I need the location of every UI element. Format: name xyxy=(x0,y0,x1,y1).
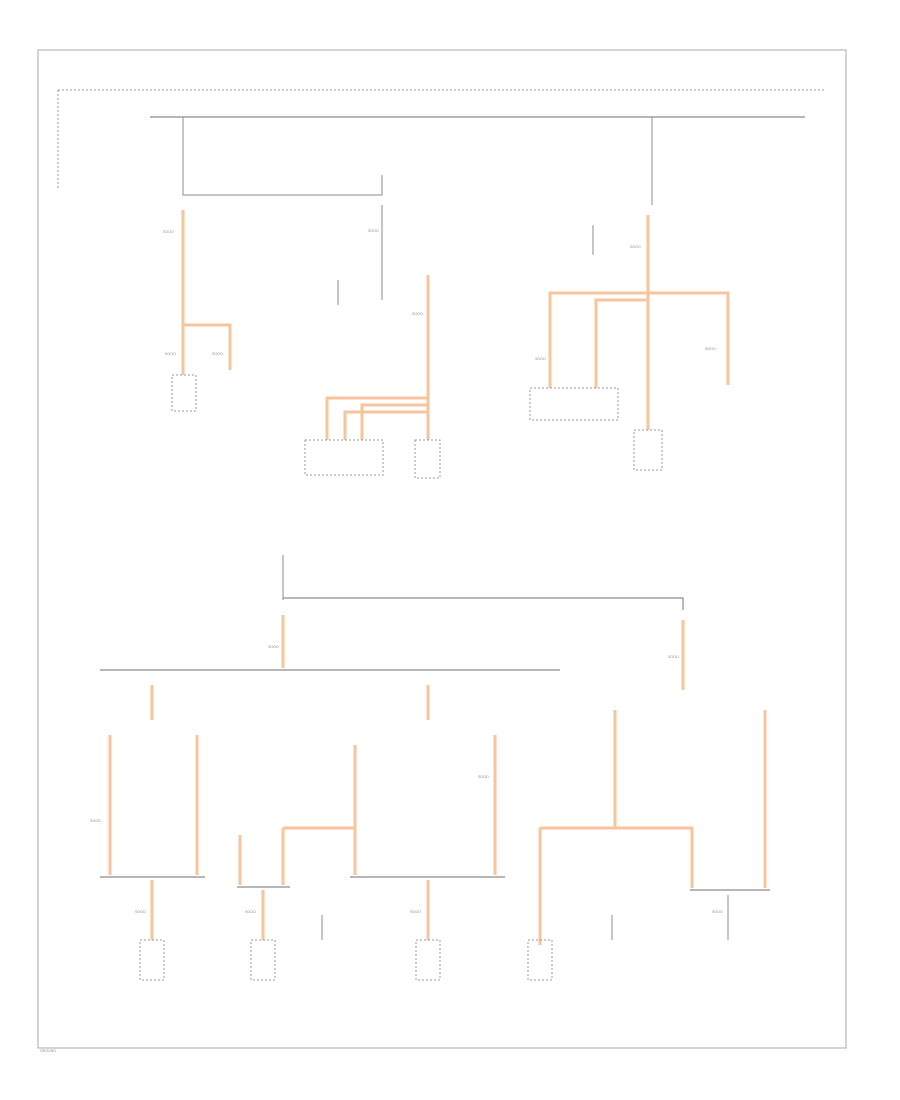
page-border xyxy=(37,49,847,1049)
lower-motor-3 xyxy=(415,939,441,981)
connector-label: SOOO xyxy=(368,229,379,233)
page-label: GROUND xyxy=(40,1049,56,1053)
component-center-module xyxy=(304,439,384,476)
connector-label: SOOO xyxy=(668,655,679,659)
connector-label: SOOO xyxy=(630,245,641,249)
connector-label: SOOO xyxy=(268,645,279,649)
connector-labels: SOOO SOOO SOOO SOOO SOOO SOOO SOOO SOOO … xyxy=(90,229,723,914)
fuse-feed-left xyxy=(182,117,383,196)
component-right-motor xyxy=(633,429,663,471)
wire-center-split xyxy=(325,396,428,440)
component-center-motor xyxy=(414,439,441,479)
connector-label: SOOO xyxy=(90,819,101,823)
lower-wire-10 xyxy=(540,826,694,888)
connector-label: SOOO xyxy=(705,347,716,351)
connector-label: SOOO xyxy=(135,910,146,914)
wire-right-mid-branch xyxy=(594,298,648,388)
section-dash-border xyxy=(57,89,826,188)
lower-motor-2 xyxy=(250,939,276,981)
connector-label: SOOO xyxy=(478,775,489,779)
wire-right-far-branch xyxy=(648,291,730,385)
lower-motor-1 xyxy=(139,939,165,981)
connector-label: SOOO xyxy=(712,910,723,914)
connector-label: SOOO xyxy=(165,352,176,356)
wire-right-left-branch xyxy=(548,291,648,388)
component-left-motor xyxy=(171,374,197,412)
connector-label: SOOO xyxy=(163,230,174,234)
lower-power-bus xyxy=(283,597,684,610)
wire-left-branch xyxy=(183,323,232,370)
connector-label: SOOO xyxy=(212,352,223,356)
connector-label: SOOO xyxy=(412,312,423,316)
connector-label: SOOO xyxy=(410,910,421,914)
lower-wire-7 xyxy=(281,826,357,885)
connector-label: SOOO xyxy=(245,910,256,914)
component-right-relay xyxy=(529,387,619,421)
wire-center-branch3 xyxy=(343,410,428,440)
connector-label: SOOO xyxy=(535,357,546,361)
lower-motor-4 xyxy=(527,939,553,981)
